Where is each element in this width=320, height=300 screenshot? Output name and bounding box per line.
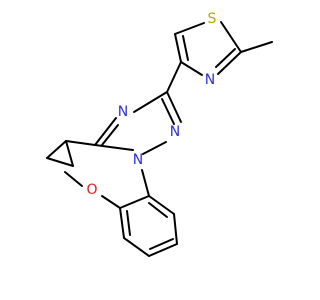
bond-phenyl-5 [173,213,178,245]
bond-phenyl-4 [148,243,178,257]
bond-c2-n3-double [215,48,236,68]
bond-cyclopropyl-1 [46,140,67,159]
bond-c5-n4-double [101,124,119,146]
bond-c2-n3 [217,51,242,75]
bond-phenyl-6 [148,195,175,215]
bond-phenyl-2 [119,207,125,239]
bond-cyclopropyl-triazole [65,140,96,146]
bond-c2-methyl [240,41,273,53]
bond-c3-n2 [166,91,182,123]
bond-c3-n2-double [161,98,175,125]
bond-n1-c5 [94,144,134,151]
molecule-structure: N N N S N O [46,11,273,257]
bond-o-methyl [64,171,83,187]
bond-n4-c3 [133,91,168,113]
atom-n4-label: N [118,104,128,120]
bond-c5-n4 [94,117,117,146]
bond-phenyl-4-double [149,238,174,250]
bond-cyclopropyl-2 [65,140,74,167]
bond-triazole-thiazole [166,61,182,93]
bond-phenyl-o [101,195,121,209]
bond-n1-phenyl [141,169,150,197]
bond-phenyl-3 [123,237,150,257]
atom-n3-label: N [205,72,215,88]
atom-n1-label: N [133,152,143,168]
bond-n2-n1 [142,141,167,155]
bond-phenyl-1 [119,195,150,209]
bond-c5-s1 [174,22,205,35]
bond-phenyl-2-double [126,210,131,236]
bond-s1-c2 [220,21,242,53]
bond-phenyl-6-double [148,202,168,218]
bond-cyclopropyl-3 [46,157,74,167]
atom-o1-label: O [86,182,97,198]
bond-n3-c4 [180,61,203,76]
atom-n2-label: N [170,124,180,140]
atom-s1-label: S [208,11,217,27]
bond-c4-c5-thiazole-double [182,35,189,61]
bond-c4-c5-thiazole [174,33,182,63]
